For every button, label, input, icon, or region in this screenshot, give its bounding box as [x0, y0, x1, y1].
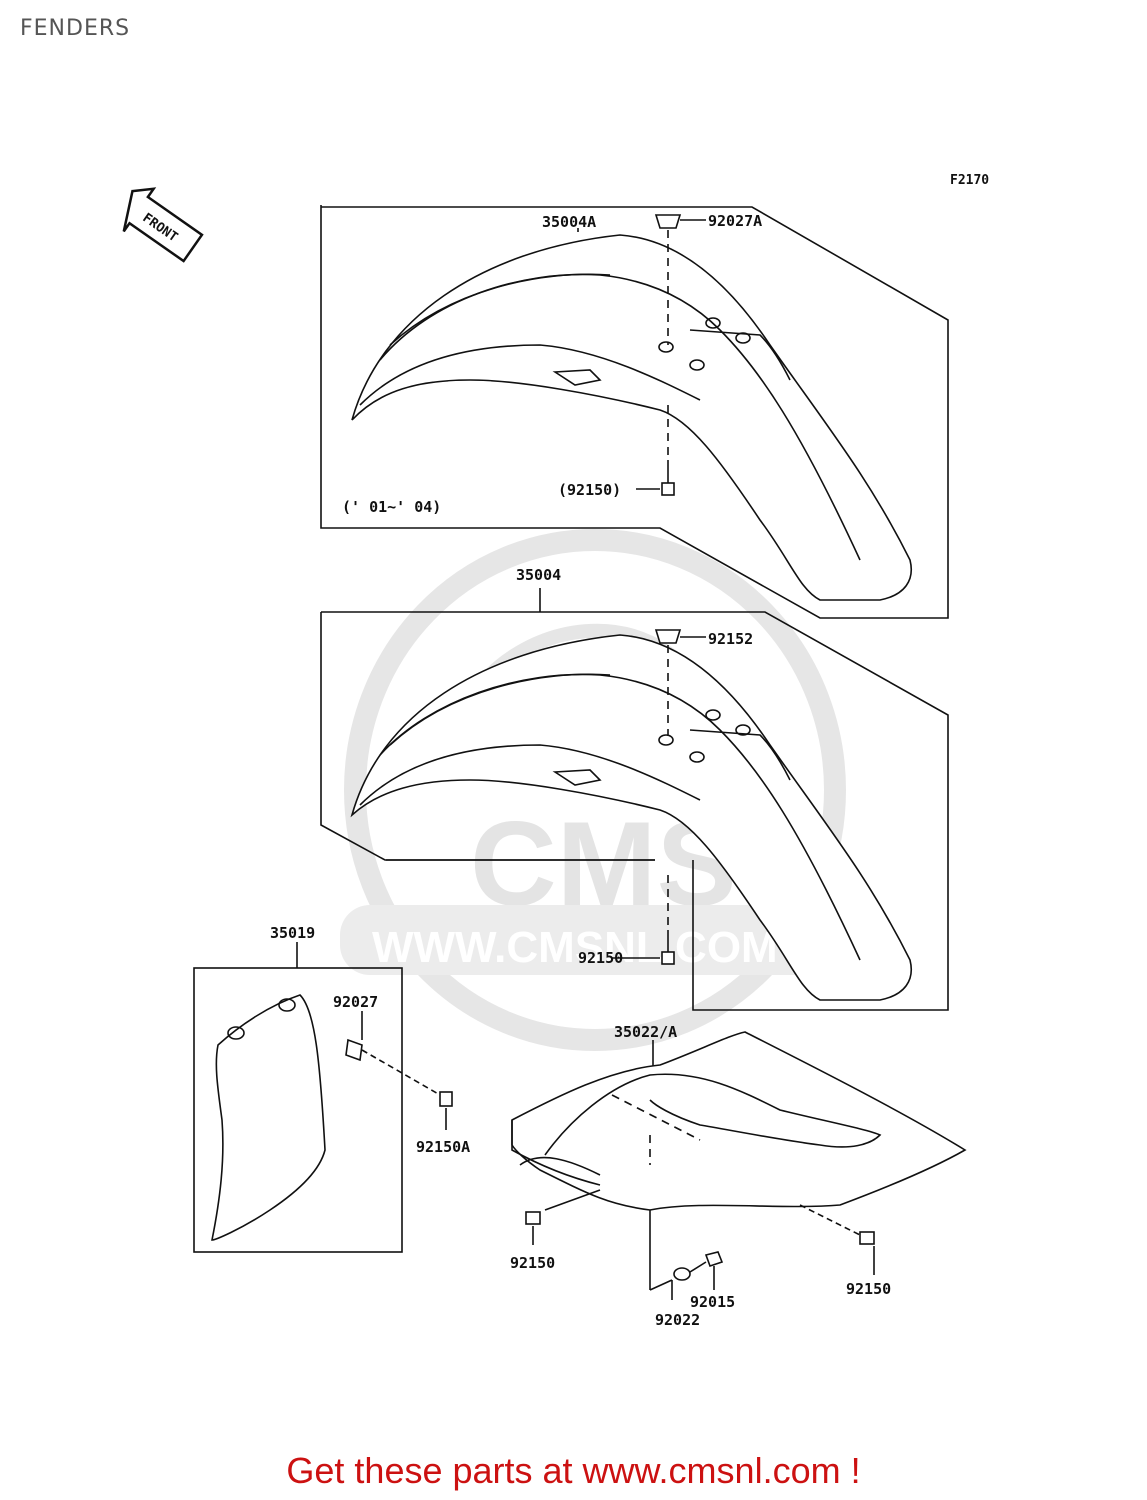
label-92150-bracket: (92150) — [558, 481, 621, 499]
label-92150A: 92150A — [416, 1138, 470, 1156]
label-92022: 92022 — [655, 1311, 700, 1329]
label-35022-A: 35022/A — [614, 1023, 677, 1041]
page-title: FENDERS — [20, 16, 131, 41]
watermark-url: WWW.CMSNL.COM — [372, 923, 778, 972]
front-arrow-icon: FRONT — [122, 187, 204, 263]
figure-code: F2170 — [950, 173, 989, 188]
parts-diagram: CMS WWW.CMSNL.COM F2170 FRONT 35004A 92 — [122, 173, 989, 1329]
year-range-note: (' 01~' 04) — [342, 498, 441, 516]
footer-cta-link[interactable]: Get these parts at www.cmsnl.com ! — [286, 1450, 861, 1491]
panel-front-fender-a — [320, 205, 949, 619]
label-92150-rear-right: 92150 — [846, 1280, 891, 1298]
label-92027: 92027 — [333, 993, 378, 1011]
label-92015: 92015 — [690, 1293, 735, 1311]
rear-fender — [511, 1031, 967, 1300]
label-35004A: 35004A — [542, 213, 596, 231]
label-92152: 92152 — [708, 630, 753, 648]
label-35004: 35004 — [516, 566, 561, 584]
label-92150-rear-left: 92150 — [510, 1254, 555, 1272]
label-92150-mid: 92150 — [578, 949, 623, 967]
label-35019: 35019 — [270, 924, 315, 942]
label-92027A: 92027A — [708, 212, 762, 230]
panel-guard — [193, 942, 453, 1253]
panel-front-fender — [320, 588, 949, 1011]
